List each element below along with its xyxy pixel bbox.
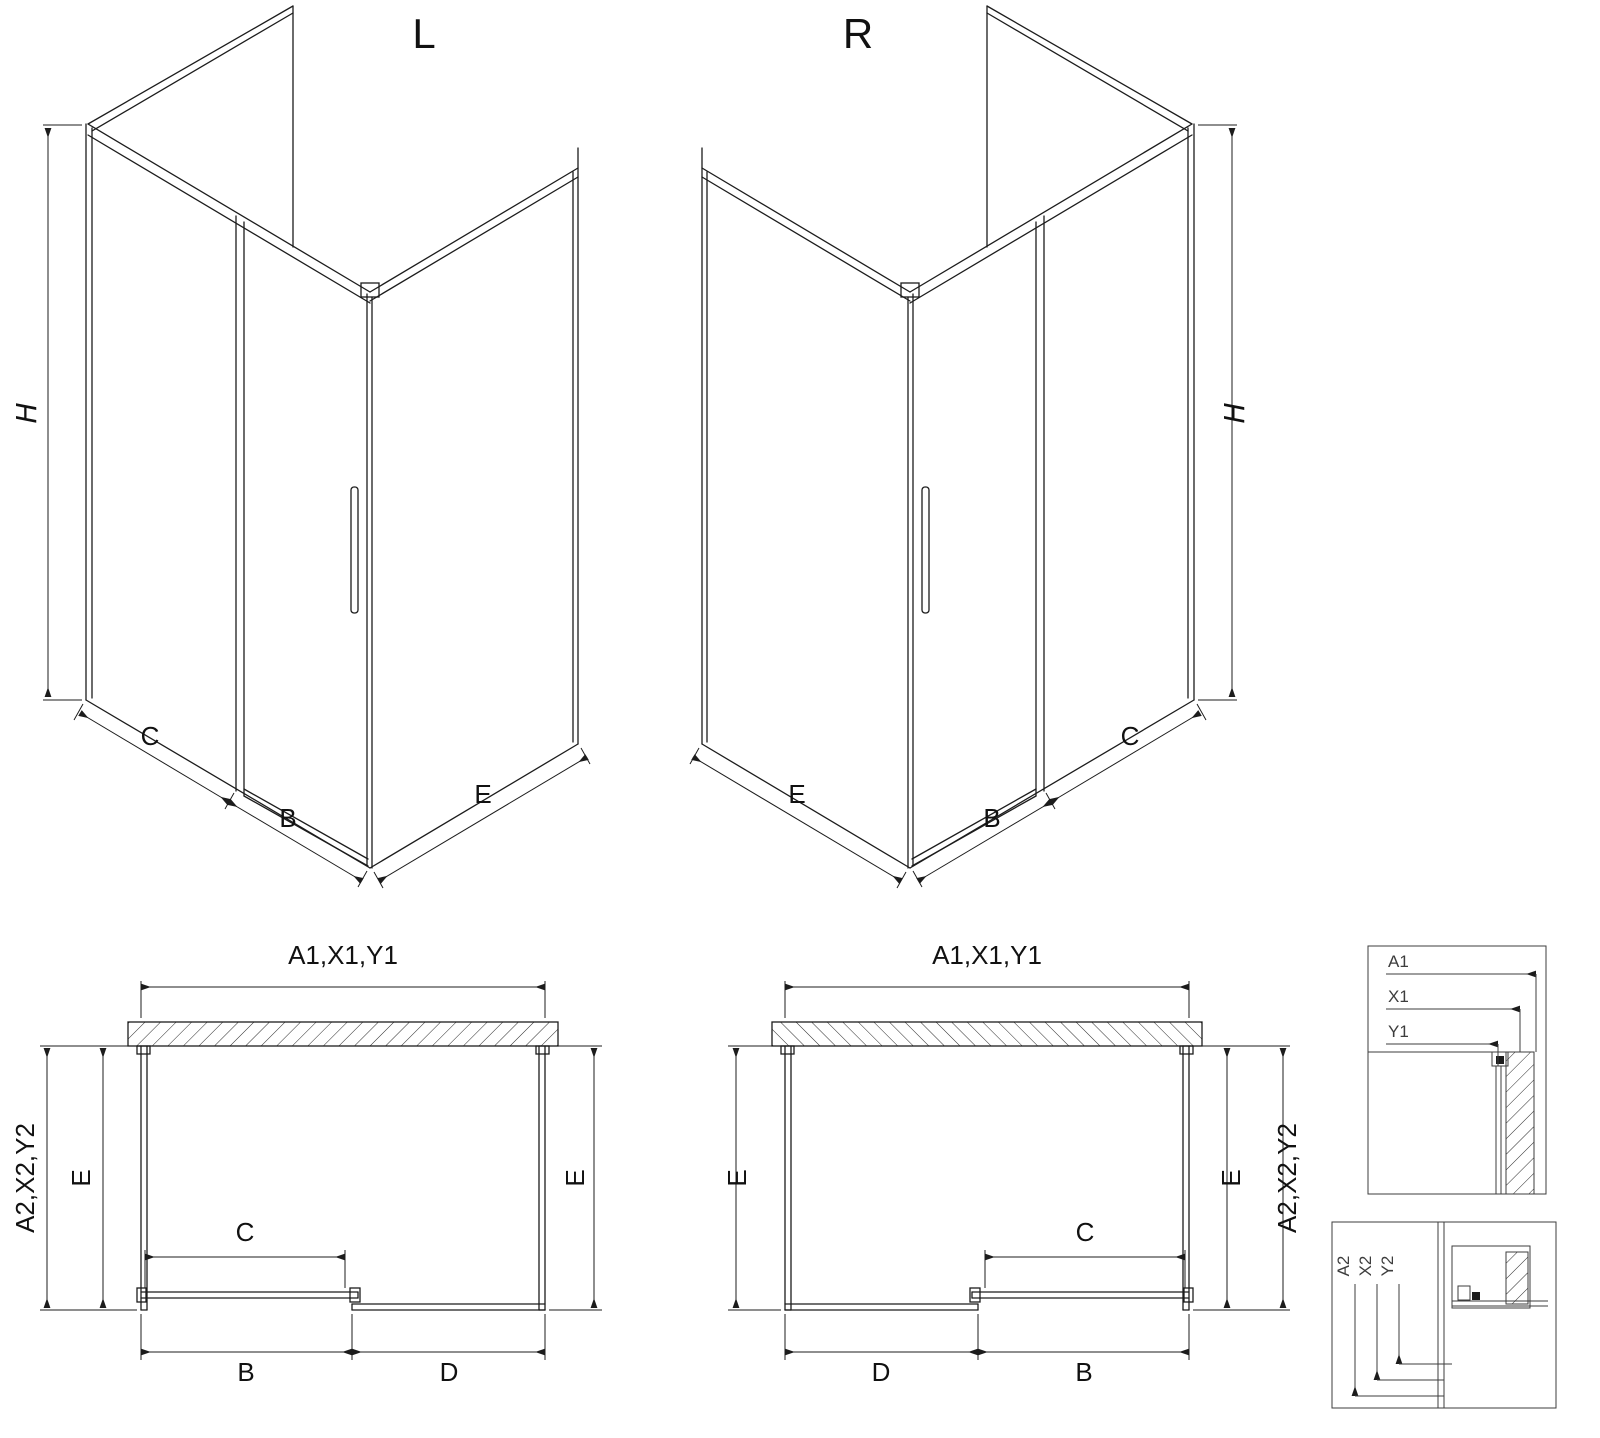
plan-right-view-drawing bbox=[728, 981, 1290, 1360]
iso-left-labels: L H C B E bbox=[10, 10, 492, 833]
plan-left-labels: A1,X1,Y1 A2,X2,Y2 E E C B D bbox=[10, 940, 590, 1387]
dim-label-d: D bbox=[872, 1357, 891, 1387]
dim-label-b: B bbox=[237, 1357, 254, 1387]
detail-a1-profile bbox=[1491, 1051, 1509, 1067]
dim-label-b: B bbox=[983, 803, 1000, 833]
detail-a1-wall-hatch bbox=[1505, 1051, 1535, 1195]
detail-label-y1: Y1 bbox=[1388, 1022, 1409, 1041]
dim-label-b: B bbox=[279, 803, 296, 833]
dim-label-c: C bbox=[1076, 1217, 1095, 1247]
dim-label-depth: A2,X2,Y2 bbox=[10, 1123, 40, 1233]
dim-label-e: E bbox=[474, 779, 491, 809]
dim-label-width: A1,X1,Y1 bbox=[932, 940, 1042, 970]
detail-label-a2: A2 bbox=[1334, 1256, 1353, 1277]
detail-a2-section: A2 X2 Y2 bbox=[1331, 1221, 1557, 1409]
dim-label-c: C bbox=[236, 1217, 255, 1247]
dim-label-e: E bbox=[788, 779, 805, 809]
variant-label-right: R bbox=[843, 10, 873, 57]
dim-label-width: A1,X1,Y1 bbox=[288, 940, 398, 970]
dim-label-height: H bbox=[10, 402, 43, 423]
detail-a2-profile-assembly bbox=[1451, 1245, 1531, 1309]
dim-label-c: C bbox=[1121, 721, 1140, 751]
detail-a1-section: A1 X1 Y1 bbox=[1367, 945, 1547, 1195]
iso-right-labels: R H C B E bbox=[788, 10, 1251, 833]
detail-label-x1: X1 bbox=[1388, 987, 1409, 1006]
dim-label-b: B bbox=[1075, 1357, 1092, 1387]
detail-label-a1: A1 bbox=[1388, 952, 1409, 971]
dim-label-e-left: E bbox=[66, 1169, 96, 1186]
dim-label-height: H bbox=[1218, 402, 1251, 423]
dim-label-depth: A2,X2,Y2 bbox=[1272, 1123, 1302, 1233]
detail-a1-frame bbox=[1367, 945, 1547, 1195]
dim-label-d: D bbox=[440, 1357, 459, 1387]
plan-right-labels: A1,X1,Y1 A2,X2,Y2 E E C B D bbox=[722, 940, 1302, 1387]
detail-label-y2: Y2 bbox=[1378, 1256, 1397, 1277]
variant-label-left: L bbox=[412, 10, 435, 57]
iso-left-view-drawing bbox=[43, 6, 590, 888]
plan-left-view-drawing bbox=[40, 981, 602, 1360]
detail-label-x2: X2 bbox=[1356, 1256, 1375, 1277]
iso-right-view-drawing bbox=[690, 6, 1237, 888]
dim-label-c: C bbox=[141, 721, 160, 751]
dim-label-e-left: E bbox=[722, 1169, 752, 1186]
dim-label-e-right: E bbox=[1216, 1169, 1246, 1186]
dim-label-e-right: E bbox=[560, 1169, 590, 1186]
